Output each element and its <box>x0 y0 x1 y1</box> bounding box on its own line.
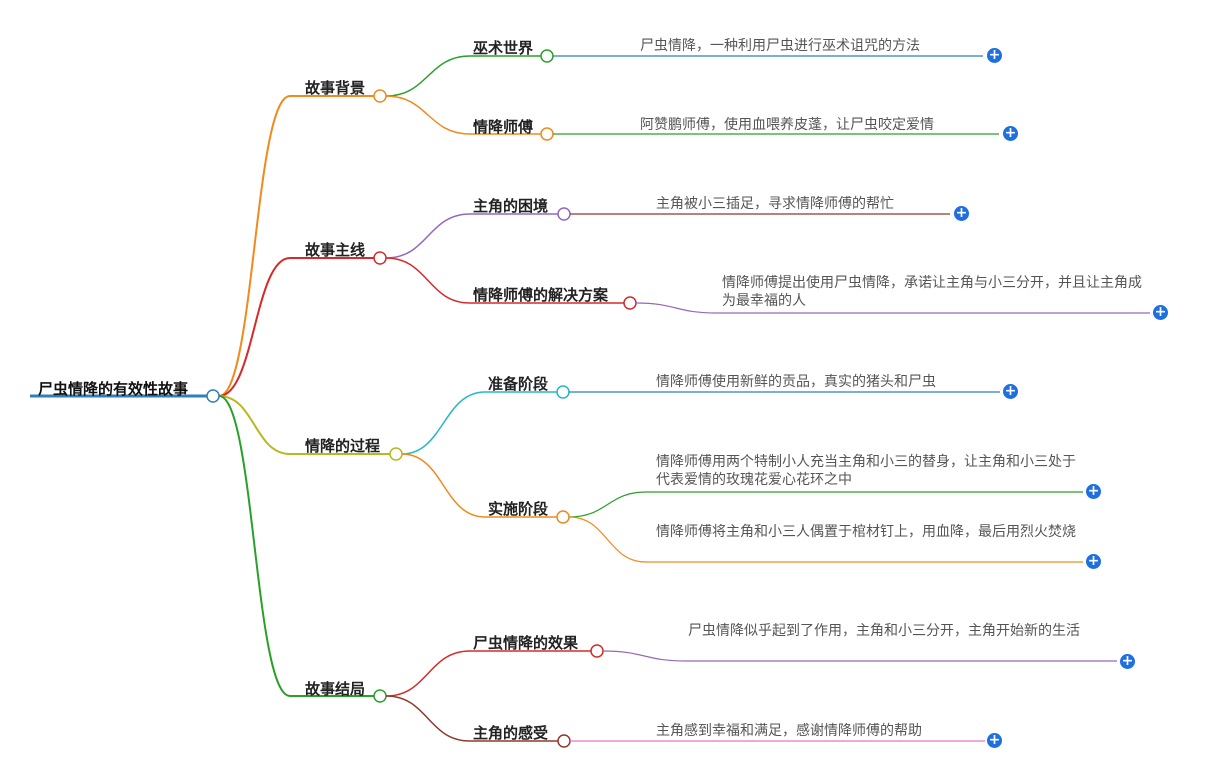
subtopic-collapse-knob[interactable] <box>590 644 604 658</box>
subtopic-collapse-knob[interactable] <box>540 127 554 141</box>
plus-circle-icon[interactable]: + <box>1086 553 1101 569</box>
leaf-connector <box>568 491 647 518</box>
subtopic-protagonist-feeling[interactable]: 主角的感受 <box>473 724 549 742</box>
branch-collapse-knob[interactable] <box>373 89 387 103</box>
subtopic-connector <box>385 695 471 742</box>
leaf-text[interactable]: 主角感到幸福和满足，感谢情降师傅的帮助 <box>656 723 922 739</box>
subtopic-collapse-knob[interactable] <box>557 734 571 748</box>
leaf-text[interactable]: 情降师傅提出使用尸虫情降，承诺让主角与小三分开，并且让主角成为最幸福的人 <box>722 275 1142 309</box>
branch-connector <box>218 395 291 455</box>
leaf-text[interactable]: 尸虫情降似乎起到了作用，主角和小三分开，主角开始新的生活 <box>688 623 1080 639</box>
plus-circle-icon[interactable]: + <box>954 205 969 221</box>
topic-spell-process[interactable]: 情降的过程 <box>305 437 381 455</box>
subtopic-connector <box>401 391 486 455</box>
subtopic-collapse-knob[interactable] <box>623 296 637 310</box>
leaf-text[interactable]: 情降师傅将主角和小三人偶置于棺材钉上，用血降，最后用烈火焚烧 <box>656 524 1076 540</box>
subtopic-collapse-knob[interactable] <box>556 510 570 524</box>
leaf-text[interactable]: 尸虫情降，一种利用尸虫进行巫术诅咒的方法 <box>640 38 920 54</box>
leaf-connector <box>568 516 647 563</box>
leaf-connector <box>635 302 717 314</box>
subtopic-collapse-knob[interactable] <box>540 49 554 63</box>
subtopic-spell-effect[interactable]: 尸虫情降的效果 <box>473 634 579 652</box>
subtopic-connector <box>385 650 471 697</box>
plus-circle-icon[interactable]: + <box>1153 304 1168 320</box>
plus-circle-icon[interactable]: + <box>1003 383 1018 399</box>
subtopic-witchcraft-world[interactable]: 巫术世界 <box>473 39 534 57</box>
plus-circle-icon[interactable]: + <box>1003 125 1018 141</box>
topic-story-ending[interactable]: 故事结局 <box>305 680 366 698</box>
subtopic-master-solution[interactable]: 情降师傅的解决方案 <box>473 286 609 304</box>
subtopic-collapse-knob[interactable] <box>556 385 570 399</box>
topic-story-mainline[interactable]: 故事主线 <box>305 241 366 259</box>
branch-collapse-knob[interactable] <box>373 689 387 703</box>
branch-connector <box>218 95 291 397</box>
plus-circle-icon[interactable]: + <box>1120 653 1135 669</box>
subtopic-connector <box>385 213 471 259</box>
subtopic-protagonist-dilemma[interactable]: 主角的困境 <box>473 197 549 215</box>
plus-circle-icon[interactable]: + <box>987 732 1002 748</box>
leaf-connector <box>602 650 687 662</box>
leaf-text[interactable]: 阿赞鹏师傅，使用血喂养皮蓬，让尸虫咬定爱情 <box>640 117 934 133</box>
leaf-text[interactable]: 情降师傅使用新鲜的贡品，真实的猪头和尸虫 <box>656 374 936 390</box>
branch-connector <box>218 257 291 397</box>
root-collapse-knob[interactable] <box>206 389 220 403</box>
subtopic-love-master[interactable]: 情降师傅 <box>473 118 534 136</box>
leaf-text[interactable]: 主角被小三插足，寻求情降师傅的帮忙 <box>656 196 894 212</box>
subtopic-connector <box>385 257 471 304</box>
branch-connector <box>218 395 291 697</box>
branch-collapse-knob[interactable] <box>389 447 403 461</box>
root-topic[interactable]: 尸虫情降的有效性故事 <box>38 380 189 398</box>
subtopic-connector <box>385 55 471 97</box>
leaf-text[interactable]: 情降师傅用两个特制小人充当主角和小三的替身，让主角和小三处于代表爱情的玫瑰花爱心… <box>656 454 1076 488</box>
branch-collapse-knob[interactable] <box>373 251 387 265</box>
subtopic-connector <box>385 95 471 135</box>
plus-circle-icon[interactable]: + <box>987 47 1002 63</box>
plus-circle-icon[interactable]: + <box>1086 483 1101 499</box>
subtopic-preparation-stage[interactable]: 准备阶段 <box>488 375 549 393</box>
subtopic-execution-stage[interactable]: 实施阶段 <box>488 500 549 518</box>
topic-story-background[interactable]: 故事背景 <box>305 79 366 97</box>
subtopic-collapse-knob[interactable] <box>557 207 571 221</box>
subtopic-connector <box>401 453 486 518</box>
